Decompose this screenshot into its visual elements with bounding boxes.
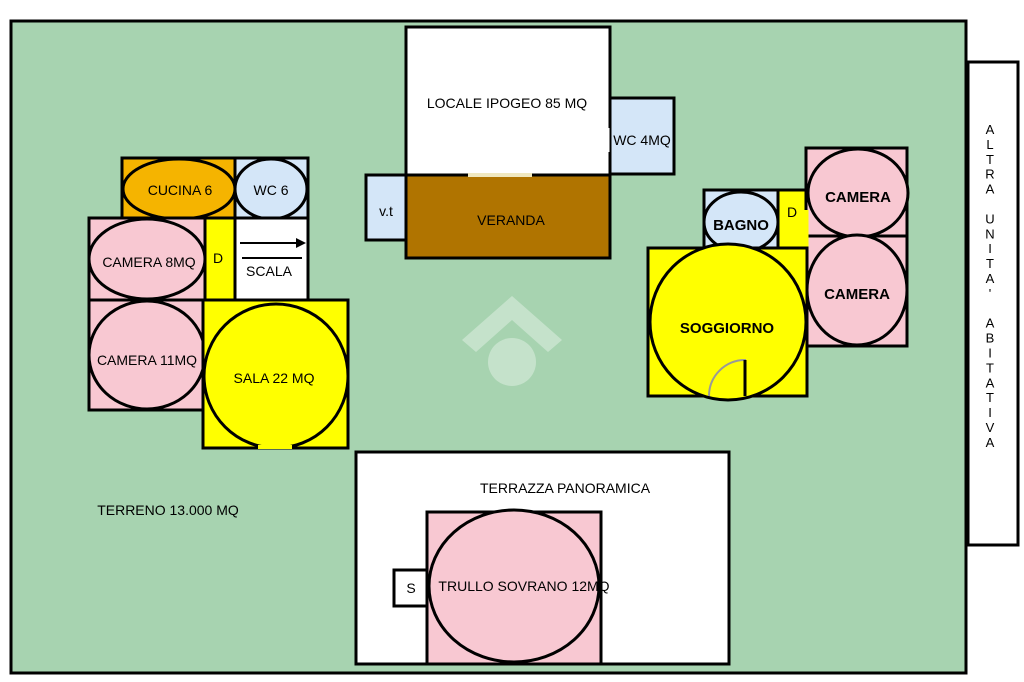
vt-label: v.t [379, 203, 393, 219]
adjacent-unit-letter: N [985, 226, 994, 241]
terreno-label: TERRENO 13.000 MQ [97, 502, 239, 518]
s-label: S [406, 580, 415, 596]
adjacent-unit-letter: T [986, 256, 994, 271]
camera-top-label: CAMERA [825, 189, 891, 206]
adjacent-unit-letter: R [985, 167, 994, 182]
watermark-logo [462, 296, 562, 386]
corridor-left-label: D [213, 250, 223, 266]
s-room [392, 568, 429, 608]
bagno-label: BAGNO [713, 217, 769, 234]
adjacent-unit-panel [966, 60, 1020, 547]
door-swing-icon [708, 358, 746, 397]
corridor-right-label: D [787, 204, 797, 220]
adjacent-unit-letter: I [988, 405, 992, 420]
adjacent-unit-letter: A [986, 271, 995, 286]
trullo-label: TRULLO SOVRANO 12MQ [438, 578, 609, 594]
veranda-label: VERANDA [477, 212, 545, 228]
adjacent-unit-letter: A [986, 435, 995, 450]
soggiorno-label: SOGGIORNO [680, 320, 775, 337]
locale-ipogeo-room [404, 25, 612, 177]
wc-6-label: WC 6 [254, 182, 289, 198]
adjacent-unit-letter: A [986, 122, 995, 137]
wc-4-room [608, 96, 676, 176]
adjacent-unit-letter: I [988, 346, 992, 361]
stair-arrow-icon [296, 238, 306, 248]
adjacent-unit-letter: A [986, 182, 995, 197]
terrazza-label: TERRAZZA PANORAMICA [480, 480, 651, 496]
cucina-label: CUCINA 6 [148, 182, 213, 198]
adjacent-unit-letter: L [986, 137, 993, 152]
adjacent-unit-letter: T [986, 152, 994, 167]
wc-4-label: WC 4MQ [613, 132, 671, 148]
adjacent-unit-letter: B [986, 331, 995, 346]
vt-room [364, 173, 408, 242]
adjacent-unit-letter: T [986, 390, 994, 405]
camera-11-label: CAMERA 11MQ [97, 352, 197, 368]
adjacent-unit-letter: ' [989, 286, 991, 301]
adjacent-unit-letter: T [986, 360, 994, 375]
locale-ipogeo-label: LOCALE IPOGEO 85 MQ [427, 95, 587, 111]
adjacent-unit-letter: V [986, 420, 995, 435]
adjacent-unit-letter: A [986, 316, 995, 331]
sala-label: SALA 22 MQ [234, 370, 315, 386]
camera-8-label: CAMERA 8MQ [102, 254, 195, 270]
adjacent-unit-letter: I [988, 241, 992, 256]
adjacent-unit-letter: A [986, 375, 995, 390]
scala-label: SCALA [246, 263, 293, 279]
adjacent-unit-letter: U [985, 211, 994, 226]
camera-bottom-label: CAMERA [824, 286, 890, 303]
